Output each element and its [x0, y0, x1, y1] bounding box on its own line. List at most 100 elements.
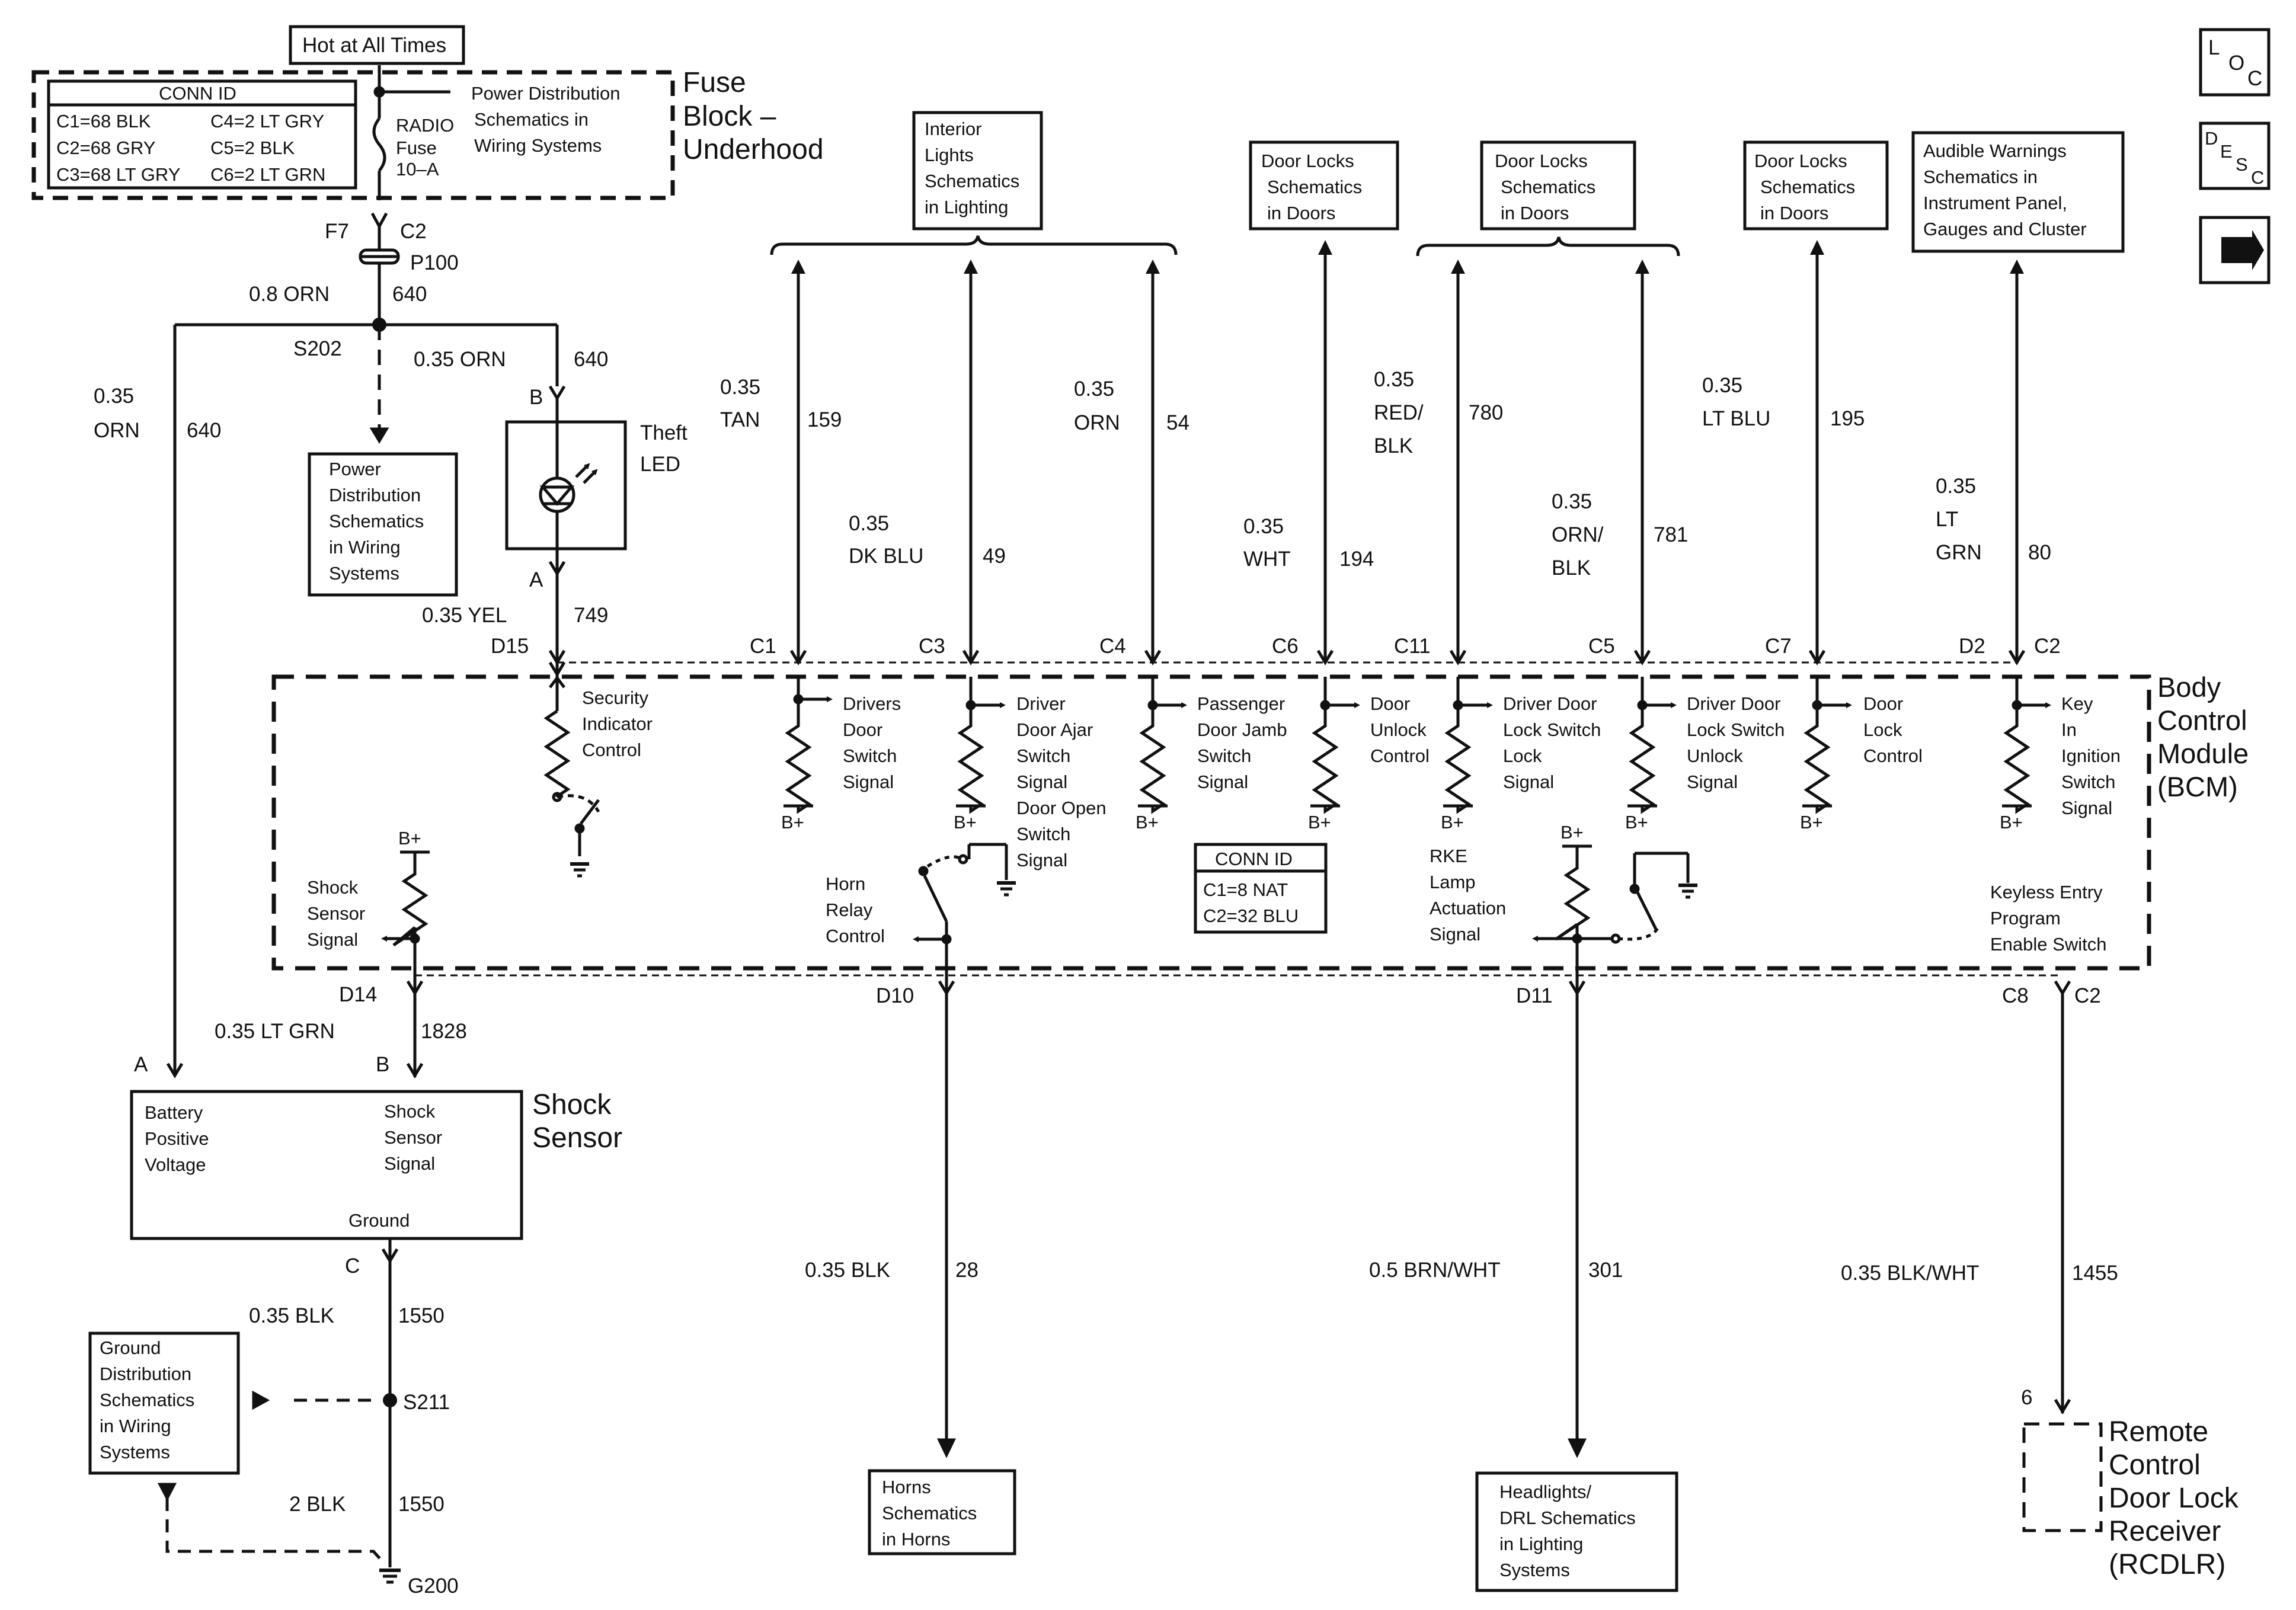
horn-relay-label: Control [826, 926, 885, 946]
door-locks-ref-line: Schematics [1501, 177, 1595, 197]
led-symbol [539, 476, 575, 513]
conn-id-c2: C2=68 GRY [56, 137, 155, 158]
wire-gauge: LT [1936, 508, 1958, 531]
wire-gauge: 0.35 [720, 376, 760, 399]
door-locks-ref-line: Schematics [1760, 177, 1855, 197]
key-in-label: In [2061, 719, 2077, 740]
bcm-name: (BCM) [2157, 771, 2238, 802]
power-ref2-line: Schematics [329, 511, 424, 532]
keyless-label: Program [1990, 908, 2061, 929]
rke-label: RKE [1430, 846, 1467, 866]
drivers-door-label: Drivers [843, 693, 901, 714]
shock-signal-label: Sensor [307, 903, 365, 924]
wire-number: 194 [1339, 548, 1374, 571]
door-unlock-label: Control [1370, 745, 1430, 766]
bcm-name: Module [2157, 738, 2249, 769]
headlights-ref-line: DRL Schematics [1499, 1507, 1636, 1528]
shock-battery-label: Battery [145, 1102, 203, 1123]
wire-gauge: LT BLU [1702, 407, 1770, 430]
shock-sensor-box [130, 1090, 523, 1240]
security-label: Indicator [582, 713, 653, 734]
power-ref2-line: in Wiring [329, 537, 401, 558]
door-locks-ref-3 [1743, 140, 1889, 231]
rke-label: Actuation [1430, 898, 1506, 918]
wire-number: 780 [1469, 401, 1503, 424]
fuse-block-name: Fuse [683, 67, 746, 98]
driver-ajar-label: Driver [1016, 693, 1066, 714]
conn-id-title: CONN ID [159, 83, 236, 104]
pin-c3: C3 [919, 635, 945, 658]
pin-a: A [529, 568, 543, 591]
bcm-border [271, 674, 2151, 971]
key-in-label: Key [2061, 693, 2093, 714]
ground-ref-line: Distribution [100, 1363, 191, 1384]
pin-c8: C8 [2002, 984, 2029, 1007]
pin-c11: C11 [1394, 635, 1431, 658]
wire-gauge: WHT [1243, 548, 1291, 571]
bcm-name: Control [2157, 705, 2247, 736]
shock-signal-label: Shock [307, 877, 359, 898]
driver-unlock-label: Lock Switch [1687, 719, 1785, 740]
security-resistor [543, 709, 571, 798]
audible-ref-line: Audible Warnings [1923, 140, 2067, 161]
driver-ajar-label: Signal [1016, 850, 1067, 870]
door-unlock-label: Door [1370, 693, 1410, 714]
loc-icon[interactable] [2199, 28, 2271, 97]
wire-number: 49 [983, 545, 1006, 568]
headlights-ref-line: in Lighting [1499, 1534, 1583, 1554]
wire-gauge: GRN [1936, 541, 1982, 564]
ground-g200: G200 [408, 1574, 459, 1598]
pin-c6: C6 [1272, 635, 1299, 658]
power-distribution-ref-box [308, 452, 458, 597]
driver-ajar-label: Door Ajar [1016, 719, 1093, 740]
conn-id-c4: C4=2 LT GRY [210, 111, 324, 132]
wire-gauge: 0.35 [1552, 490, 1592, 513]
desc-icon[interactable] [2199, 121, 2271, 190]
desc-letter: D [2205, 128, 2218, 149]
wire-number: 28 [955, 1259, 978, 1282]
bplus-label: B+ [1136, 812, 1159, 833]
fuse-label: 10–A [396, 159, 439, 180]
wire-number: 301 [1588, 1259, 1623, 1282]
power-ref2-line: Systems [329, 563, 399, 584]
horns-ref-line: Horns [882, 1477, 931, 1497]
key-in-label: Signal [2061, 798, 2112, 818]
bcm-name: Body [2157, 671, 2221, 703]
key-in-label: Ignition [2061, 745, 2121, 766]
wire-gauge: TAN [720, 408, 760, 431]
door-locks-ref-2 [1480, 140, 1636, 231]
door-locks-ref-line: in Doors [1267, 203, 1335, 223]
wire-gauge: 0.35 [1074, 377, 1114, 401]
wire-number: 195 [1830, 407, 1865, 430]
horns-ref-line: in Horns [882, 1529, 950, 1550]
driver-lock-label: Signal [1503, 772, 1554, 792]
pin-c5: C5 [1588, 635, 1615, 658]
interior-ref-line: Lights [925, 145, 974, 165]
wire-gauge: 0.35 [1374, 368, 1414, 391]
bcm-conn-id: C2=32 BLU [1203, 905, 1299, 926]
bplus-label: B+ [781, 812, 804, 833]
driver-unlock-label: Driver Door [1687, 693, 1780, 714]
input-circuits [784, 677, 2051, 814]
wire-number: 1550 [398, 1304, 445, 1327]
theft-led-box [505, 420, 627, 550]
hot-label: Hot at All Times [302, 34, 446, 57]
top-arrows [372, 230, 2264, 1407]
passenger-label: Switch [1197, 745, 1251, 766]
bplus-label: B+ [1625, 812, 1648, 833]
wire-number: 54 [1166, 411, 1189, 434]
fuse-label: RADIO [396, 115, 454, 136]
power-ref-line: Power Distribution [471, 83, 621, 104]
pin-c1: C1 [750, 635, 776, 658]
desc-letter: C [2251, 167, 2264, 188]
wire-gauge: 0.35 YEL [422, 604, 507, 627]
wire-gauge: ORN [1074, 411, 1120, 434]
wire-gauge: 0.8 ORN [249, 283, 330, 306]
door-lock-label: Control [1863, 745, 1923, 766]
rke-label: Signal [1430, 924, 1480, 945]
wire-number: 1455 [2072, 1262, 2118, 1285]
right-arrow-icon[interactable] [2199, 216, 2271, 284]
shock-signal-box-label: Sensor [384, 1127, 442, 1148]
brace-c1-c4 [770, 235, 1178, 255]
bplus-label: B+ [398, 828, 421, 849]
